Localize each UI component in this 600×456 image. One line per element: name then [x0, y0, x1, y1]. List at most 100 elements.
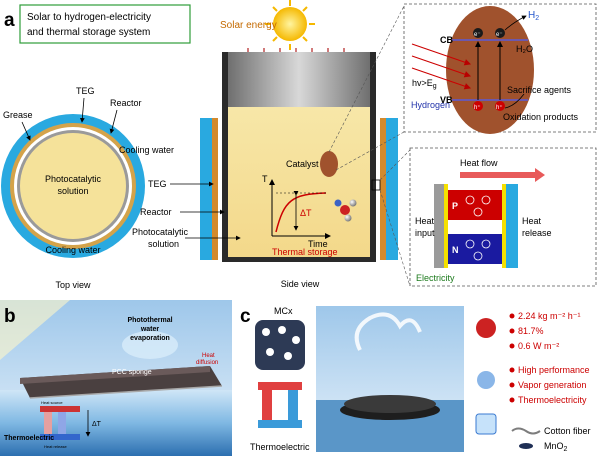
vapor-fan-icon	[477, 371, 495, 389]
plot-axis-t: T	[262, 174, 268, 184]
heat-diffusion-line-2: diffusion	[196, 360, 218, 366]
heat-release-plate	[506, 184, 518, 268]
top-grease-pointer	[21, 121, 31, 141]
feature-3: Thermoelectricity	[518, 395, 587, 405]
hole-markers	[473, 101, 505, 111]
side-reactor-label: Reactor	[140, 207, 172, 217]
top-view-diagram	[1, 114, 145, 258]
evap-line-1: Photothermal	[127, 317, 172, 324]
stat-bullets	[509, 313, 515, 403]
thermoelectric-label-c: Thermoelectric	[250, 442, 310, 452]
n-type-label: N	[452, 245, 459, 255]
p-type-label: P	[452, 201, 458, 211]
sacrifice-label: Sacrifice agents	[507, 85, 572, 95]
heat-input-line-2: input	[415, 228, 435, 238]
heat-input-plate	[434, 184, 444, 268]
mcx-sponge-icon	[255, 320, 305, 370]
thermal-storage-label: Thermal storage	[272, 247, 338, 257]
heat-flow-arrow	[460, 168, 545, 182]
reactor-lid	[228, 52, 370, 107]
hole-label-1: h⁺	[474, 104, 481, 111]
h2-label: H2	[528, 10, 539, 22]
solution-disk	[20, 133, 126, 239]
plot-curve	[275, 192, 327, 233]
heat-release-line-2: release	[522, 228, 552, 238]
evap-line-2: water	[140, 326, 160, 333]
panel-b-label: b	[4, 306, 16, 327]
catalyst-particle	[320, 151, 338, 177]
heat-flow-label: Heat flow	[460, 158, 498, 168]
side-view-diagram	[200, 52, 398, 262]
reactor-solution	[228, 107, 370, 257]
hydrogen-zoom-line-1	[328, 5, 405, 153]
electricity-box-title: Electricity	[416, 273, 455, 283]
temperature-plot	[269, 179, 331, 239]
plot-delta-label: ΔT	[300, 208, 312, 218]
electricity-zoom-line-2	[379, 189, 411, 287]
top-teg-label: TEG	[76, 86, 95, 96]
pcc-sponge-top	[20, 366, 210, 384]
stat-1: 2.24 kg m⁻² h⁻¹	[518, 311, 581, 321]
evap-line-3: evaporation	[130, 335, 170, 342]
thermoelectric-module-b	[40, 406, 80, 440]
cold-electrode	[502, 184, 506, 268]
side-solution-line-2: solution	[148, 239, 179, 249]
catalyst-label: Catalyst	[286, 159, 319, 169]
heat-input-line-1: Heat	[415, 216, 435, 226]
oxidation-arrow	[504, 93, 525, 109]
thermoelectric-label-b: Thermoelectric	[4, 435, 54, 442]
hot-electrode	[444, 184, 448, 268]
grease-left	[218, 118, 222, 260]
h2o-label: H₂O	[516, 44, 533, 54]
teg-left	[212, 118, 218, 260]
h2-arrow	[504, 15, 527, 31]
hv-label: hv>Eg	[412, 78, 437, 90]
feature-2: Vapor generation	[518, 380, 586, 390]
zoom-marker	[371, 179, 381, 191]
top-cooling-label: Cooling water	[45, 245, 100, 255]
heat-release-label: Heat release	[44, 444, 67, 449]
evaporator-scene	[316, 306, 464, 452]
scene-vapor	[354, 312, 422, 351]
thermo-grid-icon	[475, 413, 497, 435]
evaporator-top	[344, 395, 436, 413]
top-reactor-label: Reactor	[110, 98, 142, 108]
side-teg-label: TEG	[148, 179, 167, 189]
performance-lamp-icon	[476, 318, 496, 338]
vapor-cloud	[122, 331, 178, 359]
thermoelectric-icon-c	[258, 382, 302, 428]
catalyst-enlarged	[446, 6, 534, 134]
cooling-left	[200, 118, 212, 260]
sun-icon	[265, 0, 315, 50]
stat-2: 81.7%	[518, 326, 544, 336]
photon-arrows	[411, 43, 472, 90]
panel-a-label: a	[4, 10, 15, 31]
water-molecule-icon	[334, 199, 357, 222]
panel-b-illustration	[0, 300, 232, 456]
heat-release-line-1: Heat	[522, 216, 542, 226]
side-solution-line-1: Photocatalytic	[132, 227, 189, 237]
mcx-label: MCx	[274, 306, 293, 316]
plot-axis-time: Time	[308, 239, 328, 249]
electron-label-2: e⁻	[496, 32, 503, 38]
title-line-2: and thermal storage system	[27, 27, 150, 38]
title-box	[19, 4, 191, 44]
sponge-base	[29, 385, 223, 399]
heat-source-label: Heat source	[41, 400, 63, 405]
heat-diffusion-line-1: Heat	[202, 353, 215, 359]
mno2-icon	[519, 443, 533, 449]
panel-b-water	[0, 390, 232, 456]
oxidation-label: Oxidation products	[503, 112, 579, 122]
hydrogen-zoom-line-2	[335, 131, 405, 171]
side-cooling-label: Cooling water	[119, 145, 174, 155]
dt-label-b: ΔT	[92, 421, 102, 428]
legend-cotton: Cotton fiber	[544, 426, 591, 436]
carrier-markers	[465, 195, 491, 261]
top-teg-pointer	[79, 97, 85, 123]
icon-column	[475, 318, 497, 435]
feature-1: High performance	[518, 365, 590, 375]
top-grease-label: Grease	[3, 110, 33, 120]
cooling-right	[386, 118, 398, 260]
top-solution-line-2: solution	[57, 186, 88, 196]
